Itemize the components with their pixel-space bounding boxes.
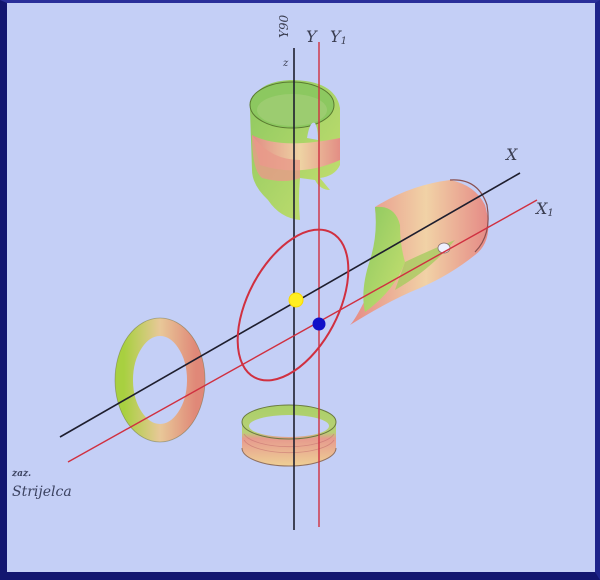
signature-line2: Strijelca: [12, 484, 72, 500]
z-label: z: [282, 58, 289, 69]
rotation-ellipse: [236, 228, 350, 382]
right-cylinder-section: [350, 179, 489, 325]
x1-axis-label: X1: [534, 199, 554, 219]
yellow-point: [288, 292, 304, 308]
signature-line1: zaz.: [11, 469, 31, 479]
left-ring: [114, 317, 206, 443]
bottom-ring: [241, 404, 337, 467]
x1-axis: [67, 199, 538, 463]
y90-axis-label: Y90: [277, 14, 291, 38]
y1-axis-label: Y1: [330, 27, 347, 47]
x-axis: [59, 172, 521, 438]
top-cylinder-section: [249, 80, 340, 220]
blue-point: [312, 317, 326, 331]
x-axis-label: X: [504, 145, 518, 164]
y-axis-label: Y: [306, 27, 318, 46]
